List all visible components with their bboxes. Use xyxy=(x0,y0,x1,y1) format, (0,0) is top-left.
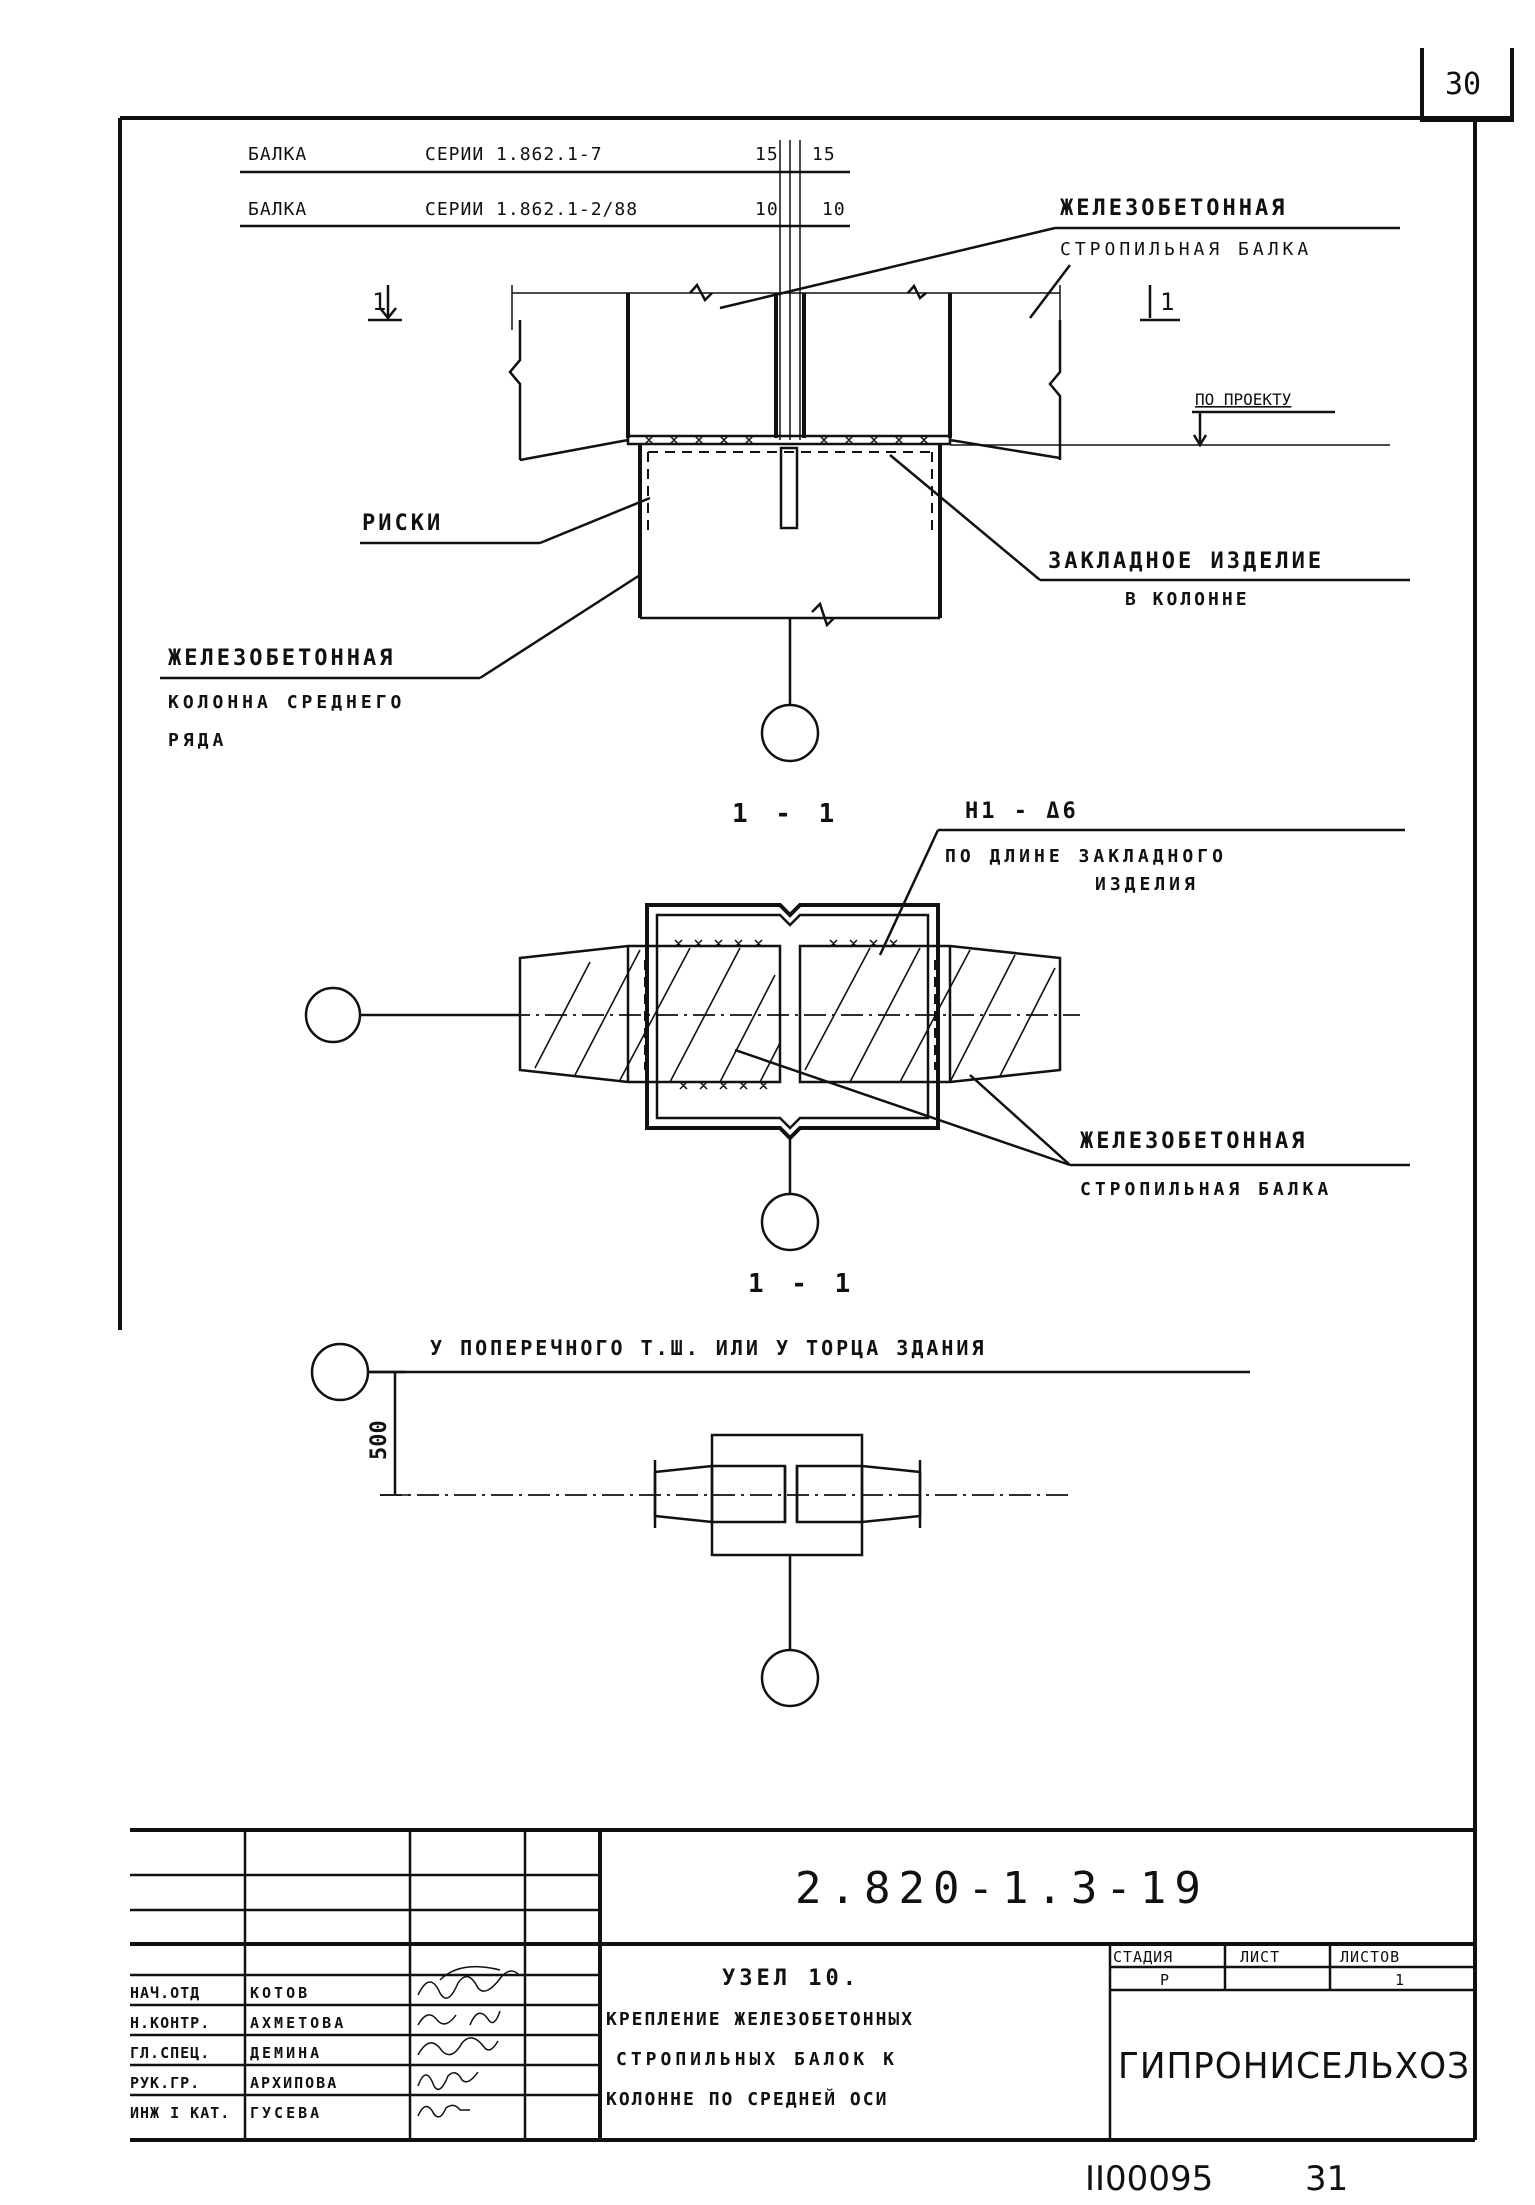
signature xyxy=(417,2104,470,2118)
staff-role: Н.КОНТР. xyxy=(130,2014,210,2032)
staff-role: НАЧ.ОТД xyxy=(130,1984,200,2002)
staff-row-3: ГЛ.СПЕЦ. ДЕМИНА xyxy=(130,2037,499,2062)
staff-name: ДЕМИНА xyxy=(250,2044,322,2062)
right-beam-section xyxy=(798,944,1062,1084)
dimension-500-label: 500 xyxy=(367,1420,392,1460)
title-block: НАЧ.ОТД КОТОВ Н.КОНТР. АХМЕТОВА ГЛ.СПЕЦ.… xyxy=(130,1828,1475,2142)
section-2-caption: У ПОПЕРЕЧНОГО Т.Ш. ИЛИ У ТОРЦА ЗДАНИЯ xyxy=(430,1336,987,1360)
section-2-title: 1 - 1 xyxy=(748,1269,856,1299)
sheet-header: ЛИСТ xyxy=(1240,1948,1280,1966)
staff-name: АХМЕТОВА xyxy=(250,2014,346,2032)
weld-crosses-elevation xyxy=(644,435,929,445)
sheets-header: ЛИСТОВ xyxy=(1340,1948,1400,1966)
section-1-1-view: 1 - 1 Н1 - Δ6 ПО ДЛИНЕ ЗАКЛАДНОГО ИЗДЕЛИ… xyxy=(304,799,1410,1252)
organization-name: ГИПРОНИСЕЛЬХОЗ xyxy=(1118,2046,1470,2087)
beam1-series: СЕРИИ 1.862.1-7 xyxy=(425,144,603,165)
roof-beam-label-1: ЖЕЛЕЗОБЕТОННАЯ xyxy=(1060,196,1287,221)
beam2-series: СЕРИИ 1.862.1-2/88 xyxy=(425,199,638,220)
axis-bubble-endwall-bottom xyxy=(760,1648,820,1708)
left-roof-beam xyxy=(508,293,778,462)
endwall-left-beam xyxy=(653,1464,787,1524)
weld-crosses-section xyxy=(674,939,898,1090)
axis-bubble-section-left xyxy=(304,986,362,1044)
column-section xyxy=(645,903,940,1141)
signature xyxy=(417,2037,499,2056)
beam1-dim-left: 15 xyxy=(755,144,779,165)
staff-role: РУК.ГР. xyxy=(130,2074,200,2092)
node-title: УЗЕЛ 10. xyxy=(722,1966,860,1991)
marks-callout: РИСКИ xyxy=(360,496,651,545)
section-1-1-endwall-view: 1 - 1 У ПОПЕРЕЧНОГО Т.Ш. ИЛИ У ТОРЦА ЗДА… xyxy=(310,1269,1250,1708)
weld-label-1: Н1 - Δ6 xyxy=(965,799,1079,824)
weld-callout: Н1 - Δ6 ПО ДЛИНЕ ЗАКЛАДНОГО ИЗДЕЛИЯ xyxy=(878,799,1405,956)
roof-beam-label-2: СТРОПИЛЬНАЯ БАЛКА xyxy=(1060,239,1312,260)
page-number: 31 xyxy=(1305,2159,1348,2199)
column-label-2: КОЛОННА СРЕДНЕГО xyxy=(168,692,405,713)
beam2-dim-right: 10 xyxy=(822,199,846,220)
description-line-2: СТРОПИЛЬНЫХ БАЛОК К xyxy=(616,2049,898,2070)
beam2-dim-left: 10 xyxy=(755,199,779,220)
staff-name: ГУСЕВА xyxy=(250,2104,322,2122)
staff-name: КОТОВ xyxy=(250,1984,310,2002)
roof-beam-callout: ЖЕЛЕЗОБЕТОННАЯ СТРОПИЛЬНАЯ БАЛКА xyxy=(719,196,1400,319)
beam1-label: БАЛКА xyxy=(248,144,307,165)
section-beam-label-1: ЖЕЛЕЗОБЕТОННАЯ xyxy=(1080,1129,1307,1154)
beam-series-header: БАЛКА СЕРИИ 1.862.1-7 15 15 БАЛКА СЕРИИ … xyxy=(240,144,850,228)
weld-label-3: ИЗДЕЛИЯ xyxy=(1095,874,1199,895)
embed-callout: ЗАКЛАДНОЕ ИЗДЕЛИЕ В КОЛОННЕ xyxy=(889,454,1410,610)
beam1-dim-right: 15 xyxy=(812,144,836,165)
staff-row-1: НАЧ.ОТД КОТОВ xyxy=(130,1965,521,2002)
description-line-1: КРЕПЛЕНИЕ ЖЕЛЕЗОБЕТОННЫХ xyxy=(606,2009,914,2030)
section-beam-callout: ЖЕЛЕЗОБЕТОННАЯ СТРОПИЛЬНАЯ БАЛКА xyxy=(734,1048,1410,1200)
column-callout: ЖЕЛЕЗОБЕТОННАЯ КОЛОННА СРЕДНЕГО РЯДА xyxy=(160,573,641,751)
per-project-annotation: ПО ПРОЕКТУ xyxy=(950,390,1390,448)
axis-bubble-endwall-left xyxy=(310,1342,370,1402)
drawing-frame xyxy=(118,116,1512,2140)
staff-row-2: Н.КОНТР. АХМЕТОВА xyxy=(130,2010,501,2032)
column-label-1: ЖЕЛЕЗОБЕТОННАЯ xyxy=(168,646,395,671)
staff-role: ГЛ.СПЕЦ. xyxy=(130,2044,210,2062)
section-mark-left: 1 xyxy=(368,285,402,322)
section-mark-right-label: 1 xyxy=(1160,288,1174,316)
description-line-3: КОЛОННЕ ПО СРЕДНЕЙ ОСИ xyxy=(606,2088,888,2110)
staff-role: ИНЖ I КАТ. xyxy=(130,2104,230,2122)
endwall-right-beam xyxy=(795,1464,922,1524)
signature xyxy=(417,1965,521,1999)
embed-label-1: ЗАКЛАДНОЕ ИЗДЕЛИЕ xyxy=(1048,549,1324,574)
right-roof-beam xyxy=(802,293,1062,460)
section-mark-left-label: 1 xyxy=(372,288,386,316)
inventory-number: II00095 xyxy=(1085,2159,1213,2199)
weld-label-2: ПО ДЛИНЕ ЗАКЛАДНОГО xyxy=(945,846,1227,867)
signature xyxy=(417,2071,479,2091)
elevation-view: БАЛКА СЕРИИ 1.862.1-7 15 15 БАЛКА СЕРИИ … xyxy=(160,140,1410,763)
axis-bubble-elevation xyxy=(760,703,820,763)
staff-name: АРХИПОВА xyxy=(250,2074,338,2092)
per-project-label: ПО ПРОЕКТУ xyxy=(1195,390,1292,409)
middle-row-column xyxy=(638,444,942,628)
section-1-title: 1 - 1 xyxy=(732,799,840,829)
section-beam-label-2: СТРОПИЛЬНАЯ БАЛКА xyxy=(1080,1179,1332,1200)
drawing-code: 2.820-1.3-19 xyxy=(795,1863,1209,1914)
staff-row-5: ИНЖ I КАТ. ГУСЕВА xyxy=(130,2104,470,2122)
section-mark-right: 1 xyxy=(1140,285,1180,322)
dimension-500: 500 xyxy=(367,1372,410,1496)
marks-label: РИСКИ xyxy=(362,511,443,536)
axis-bubble-section-bottom xyxy=(760,1192,820,1252)
embed-label-2: В КОЛОННЕ xyxy=(1125,589,1250,610)
footer: II00095 31 xyxy=(1085,2159,1348,2199)
sheet-number: 30 xyxy=(1445,67,1481,102)
left-beam-section xyxy=(518,944,782,1084)
staff-row-4: РУК.ГР. АРХИПОВА xyxy=(130,2071,479,2092)
sheets-value: 1 xyxy=(1395,1971,1405,1989)
column-label-3: РЯДА xyxy=(168,730,227,751)
stage-value: Р xyxy=(1160,1971,1170,1989)
stage-header: СТАДИЯ xyxy=(1113,1948,1173,1966)
sheet-number-box: 30 xyxy=(1420,48,1514,122)
beam2-label: БАЛКА xyxy=(248,199,307,220)
signature xyxy=(417,2010,501,2026)
